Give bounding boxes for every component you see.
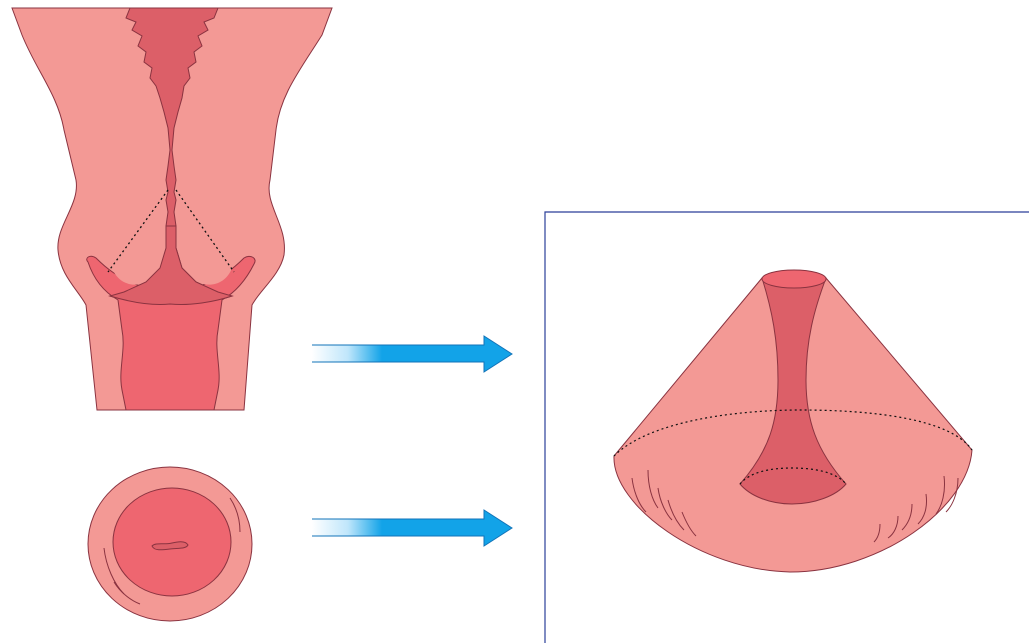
cervix-ectocervix-face	[88, 467, 252, 621]
arrow-top	[312, 336, 512, 372]
cervix-longitudinal-section	[12, 8, 332, 410]
cone-apex-opening	[762, 270, 826, 288]
transformation-zone	[113, 488, 231, 596]
excised-cone-specimen	[614, 270, 972, 572]
arrow-bottom	[312, 510, 512, 546]
